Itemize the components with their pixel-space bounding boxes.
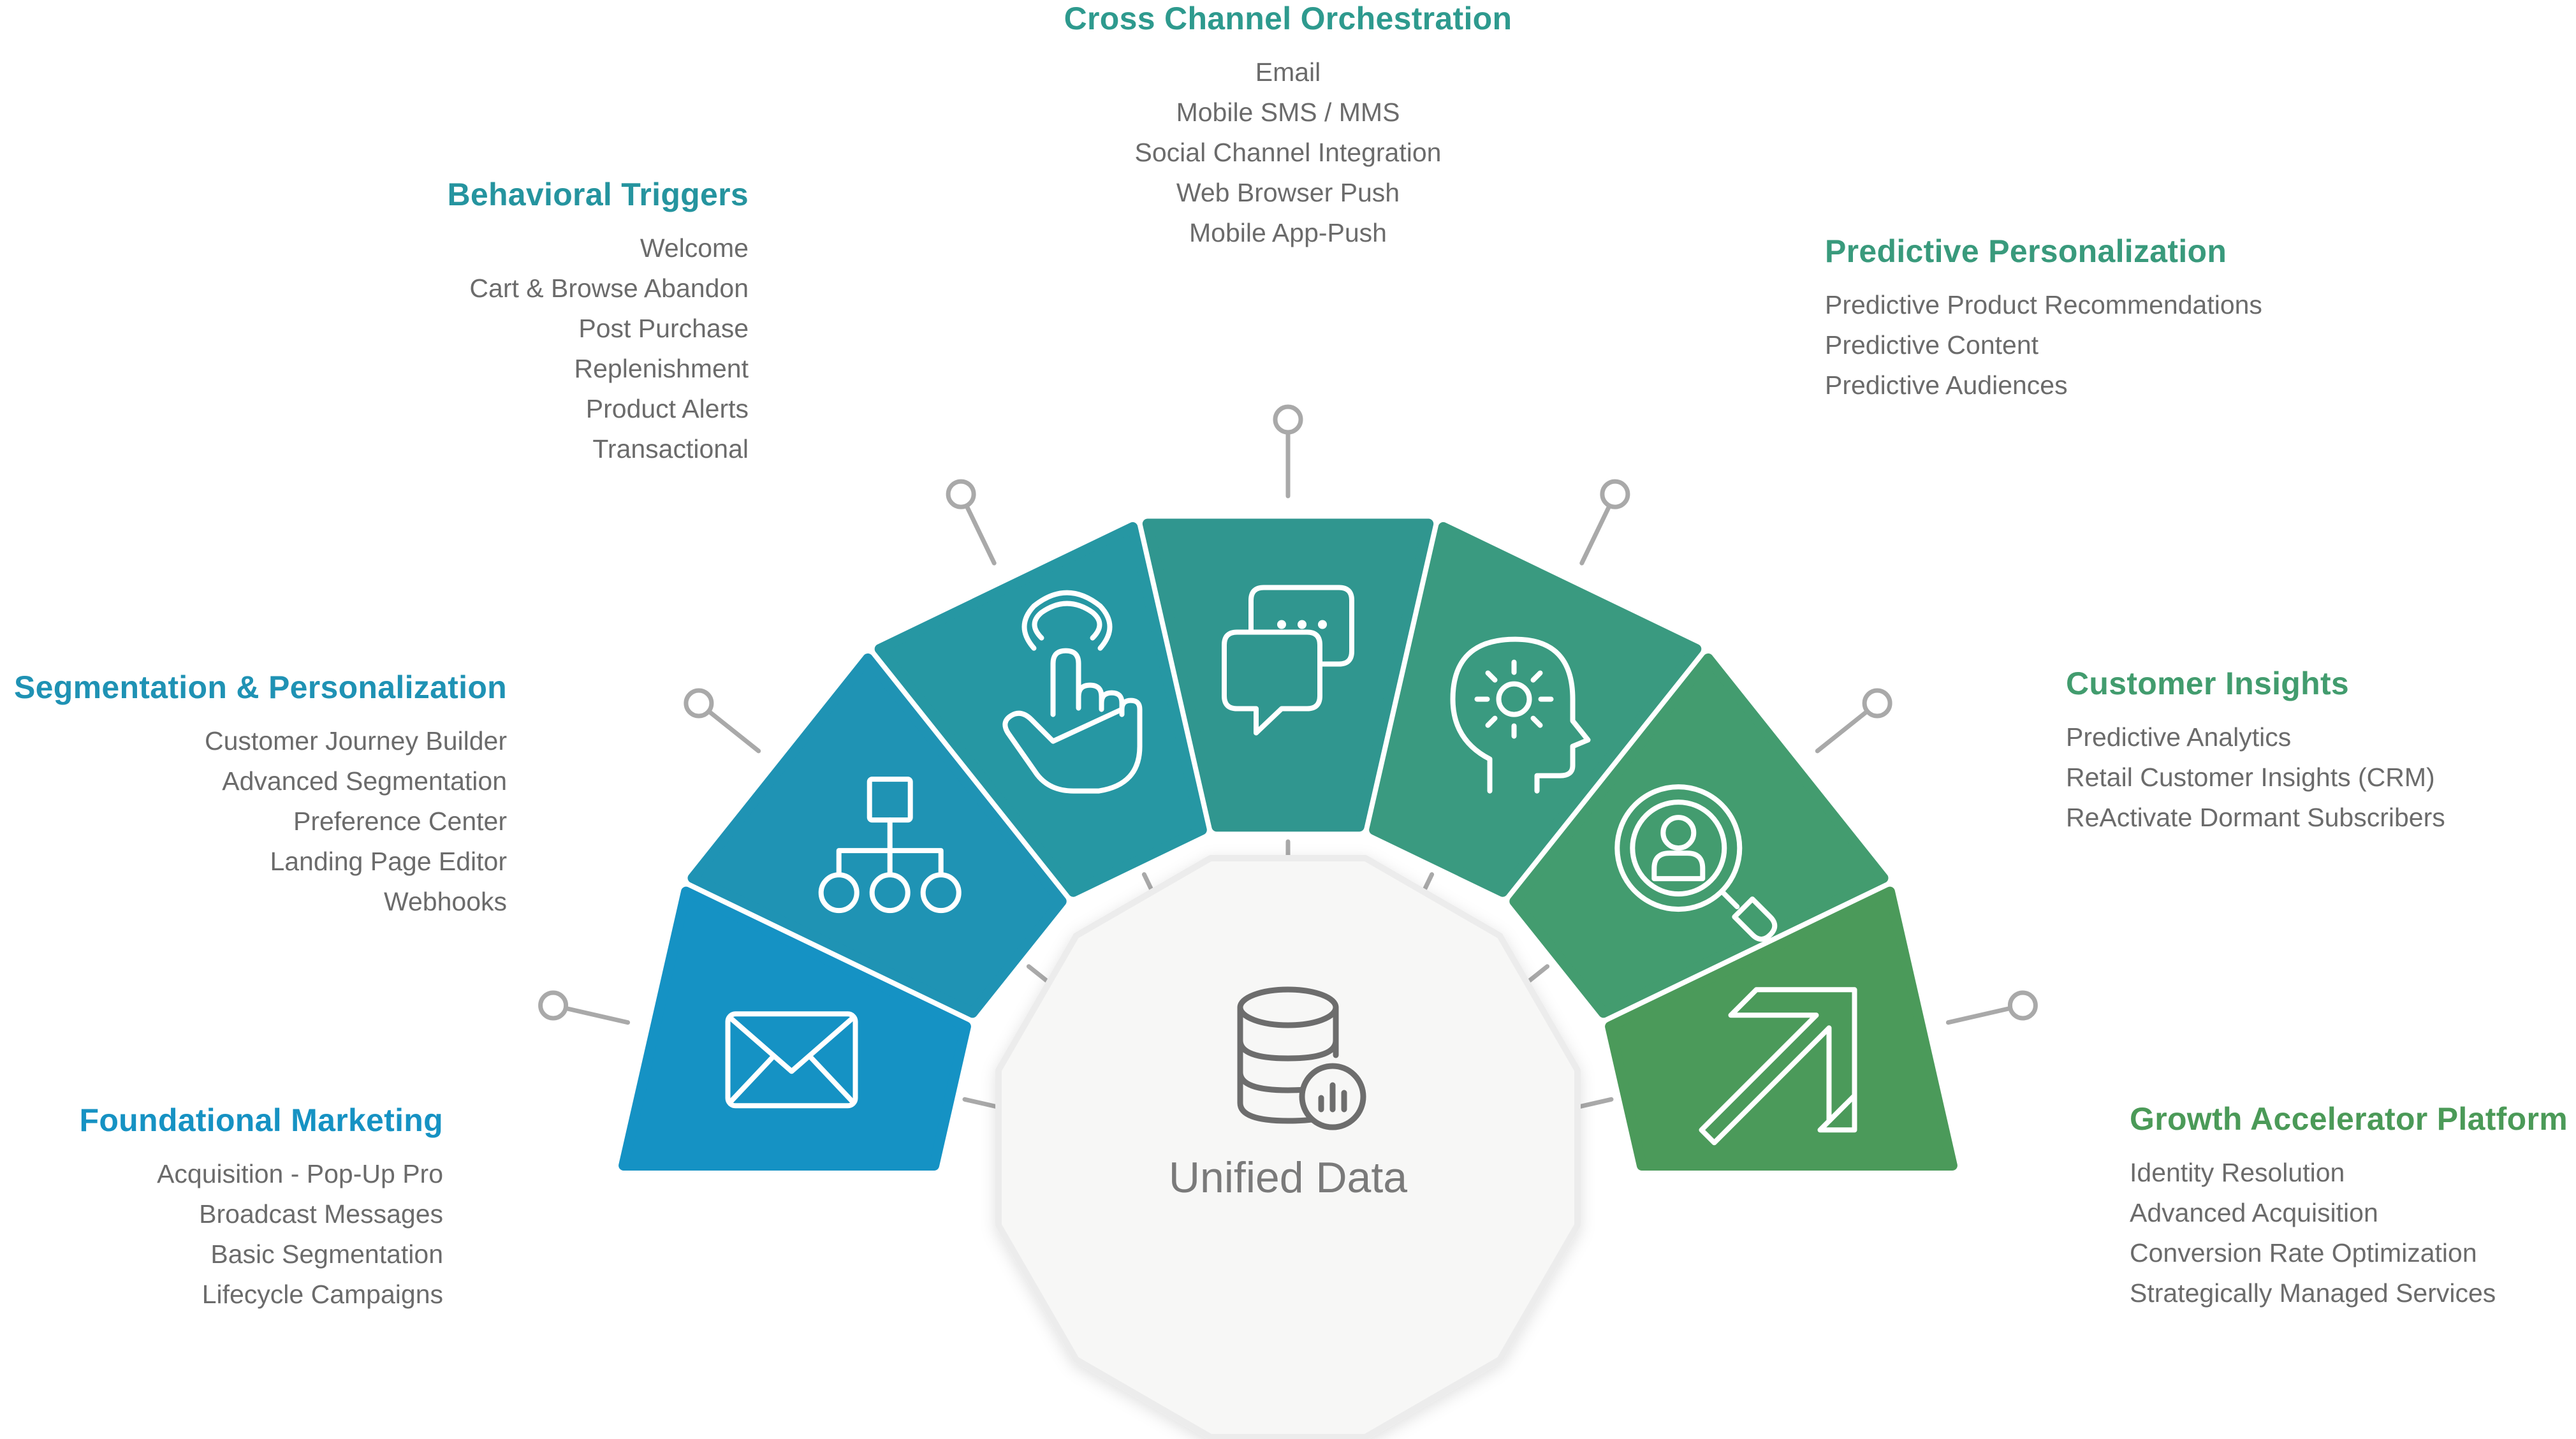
magnifier-user-icon — [1614, 784, 1778, 942]
feature-list: Predictive Analytics Retail Customer Ins… — [2066, 717, 2445, 838]
segment-panel — [1509, 653, 1889, 1018]
label-connector — [563, 1005, 631, 1025]
label-connector-dot — [2007, 990, 2038, 1021]
segment-title: Customer Insights — [2066, 666, 2350, 701]
segment-panel — [1142, 518, 1434, 832]
feature-list: Predictive Product Recommendations Predi… — [1825, 285, 2262, 405]
database-chart-icon — [1237, 986, 1366, 1130]
head-gear-icon — [1450, 636, 1591, 794]
label-connector — [1815, 709, 1870, 754]
segment-panel — [1369, 522, 1702, 897]
feature-list: Acquisition - Pop-Up Pro Broadcast Messa… — [80, 1154, 443, 1315]
org-chart-icon — [818, 777, 962, 914]
feature-item: Lifecycle Campaigns — [201, 1280, 443, 1309]
feature-item: Social Channel Integration — [1134, 138, 1442, 167]
pointer-hand-icon — [1002, 590, 1143, 794]
feature-item: Webhooks — [384, 887, 507, 916]
segment-panel — [1605, 886, 1958, 1171]
label-connector — [1579, 503, 1612, 566]
label-connector — [964, 503, 997, 566]
feature-item: Email — [1255, 57, 1321, 87]
feature-item: Predictive Analytics — [2066, 722, 2292, 752]
feature-item: Replenishment — [574, 354, 749, 383]
hub-shape — [995, 855, 1581, 1439]
feature-item: Predictive Audiences — [1825, 370, 2068, 400]
feature-list: Customer Journey Builder Advanced Segmen… — [14, 721, 507, 922]
feature-item: Welcome — [640, 233, 749, 263]
feature-item: Conversion Rate Optimization — [2130, 1238, 2477, 1267]
feature-item: Strategically Managed Services — [2130, 1278, 2496, 1308]
label-connector-dot — [538, 990, 569, 1021]
envelope-icon — [725, 1011, 858, 1109]
feature-item: Advanced Segmentation — [222, 766, 507, 796]
segment-growth-accelerator-platform: Growth Accelerator Platform Identity Res… — [2130, 1100, 2568, 1313]
segment-title: Growth Accelerator Platform — [2130, 1101, 2568, 1137]
feature-list: Welcome Cart & Browse Abandon Post Purch… — [447, 228, 749, 469]
feature-item: Broadcast Messages — [199, 1199, 443, 1229]
chat-bubbles-icon — [1222, 585, 1354, 736]
feature-item: Predictive Product Recommendations — [1825, 290, 2262, 319]
label-connector-dot — [684, 688, 714, 719]
label-connector-dot — [946, 479, 976, 509]
feature-item: Basic Segmentation — [210, 1239, 443, 1269]
feature-item: Acquisition - Pop-Up Pro — [157, 1159, 443, 1188]
label-connector-dot — [1862, 688, 1892, 719]
feature-item: Identity Resolution — [2130, 1158, 2345, 1187]
feature-item: ReActivate Dormant Subscribers — [2066, 803, 2445, 832]
feature-list: Email Mobile SMS / MMS Social Channel In… — [1001, 52, 1575, 253]
label-connector-dot — [1600, 479, 1630, 509]
segment-customer-insights: Customer Insights Predictive Analytics R… — [2066, 665, 2445, 838]
segment-title: Behavioral Triggers — [447, 177, 749, 212]
feature-item: Advanced Acquisition — [2130, 1198, 2378, 1227]
segment-cross-channel-orchestration: Cross Channel Orchestration Email Mobile… — [1001, 0, 1575, 253]
label-connector-dot — [1273, 404, 1303, 435]
feature-item: Landing Page Editor — [270, 847, 507, 876]
hub-label: Unified Data — [1169, 1153, 1407, 1202]
feature-item: Cart & Browse Abandon — [469, 274, 749, 303]
feature-item: Mobile App-Push — [1189, 218, 1387, 247]
segment-segmentation-personalization: Segmentation & Personalization Customer … — [14, 669, 507, 922]
segment-foundational-marketing: Foundational Marketing Acquisition - Pop… — [80, 1102, 444, 1315]
feature-list: Identity Resolution Advanced Acquisition… — [2130, 1153, 2568, 1313]
label-connector — [706, 709, 761, 754]
segment-panel — [618, 886, 971, 1171]
segment-panel — [687, 653, 1067, 1018]
feature-item: Product Alerts — [585, 394, 749, 423]
segment-behavioral-triggers: Behavioral Triggers Welcome Cart & Brows… — [447, 176, 749, 469]
feature-item: Transactional — [592, 434, 749, 464]
label-connector — [1945, 1005, 2013, 1025]
feature-item: Post Purchase — [578, 314, 749, 343]
growth-arrow-icon — [1699, 987, 1857, 1146]
feature-item: Customer Journey Builder — [205, 726, 507, 756]
segment-predictive-personalization: Predictive Personalization Predictive Pr… — [1825, 233, 2262, 405]
feature-item: Mobile SMS / MMS — [1176, 98, 1400, 127]
segment-title: Foundational Marketing — [79, 1102, 443, 1138]
feature-item: Predictive Content — [1825, 330, 2039, 360]
segment-title: Segmentation & Personalization — [13, 669, 507, 705]
segment-panel — [874, 522, 1207, 897]
feature-item: Web Browser Push — [1176, 178, 1400, 207]
segment-title: Predictive Personalization — [1825, 233, 2227, 269]
feature-item: Preference Center — [293, 807, 507, 836]
segment-title: Cross Channel Orchestration — [1064, 1, 1512, 36]
feature-item: Retail Customer Insights (CRM) — [2066, 763, 2435, 792]
